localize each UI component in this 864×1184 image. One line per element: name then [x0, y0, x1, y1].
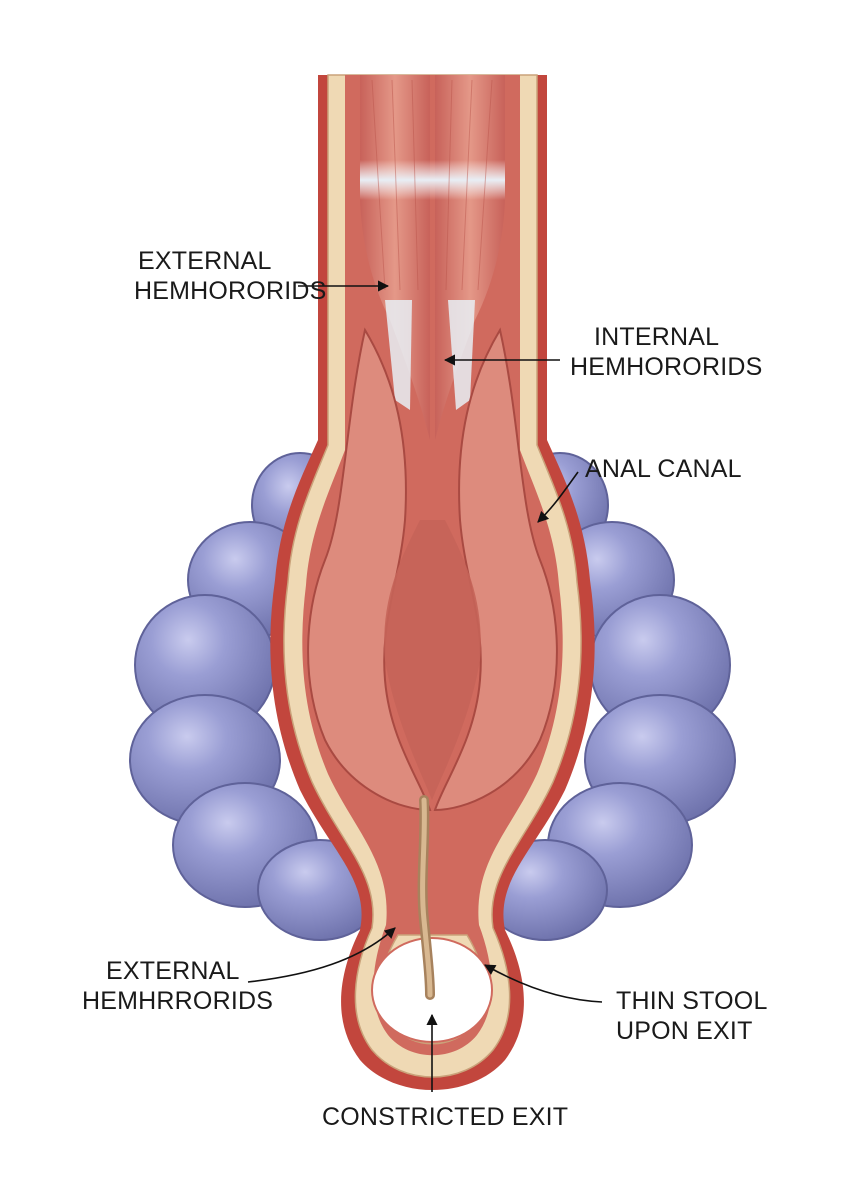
- label-external-hemorrhoids-bottom: EXTERNAL HEMHRRORIDS: [82, 957, 274, 1015]
- label-internal-hemorrhoids: INTERNAL HEMHORORIDS: [570, 323, 763, 381]
- anal-cushions: [307, 327, 558, 812]
- label-external-hemorrhoids-top: EXTERNAL HEMHORORIDS: [134, 247, 327, 305]
- label-constricted-exit: CONSTRICTED EXIT: [322, 1103, 569, 1131]
- rectal-muscle: [360, 75, 505, 440]
- label-anal-canal: ANAL CANAL: [585, 455, 742, 483]
- leader-lines: [247, 280, 603, 1092]
- label-thin-stool: THIN STOOL UPON EXIT: [616, 987, 768, 1045]
